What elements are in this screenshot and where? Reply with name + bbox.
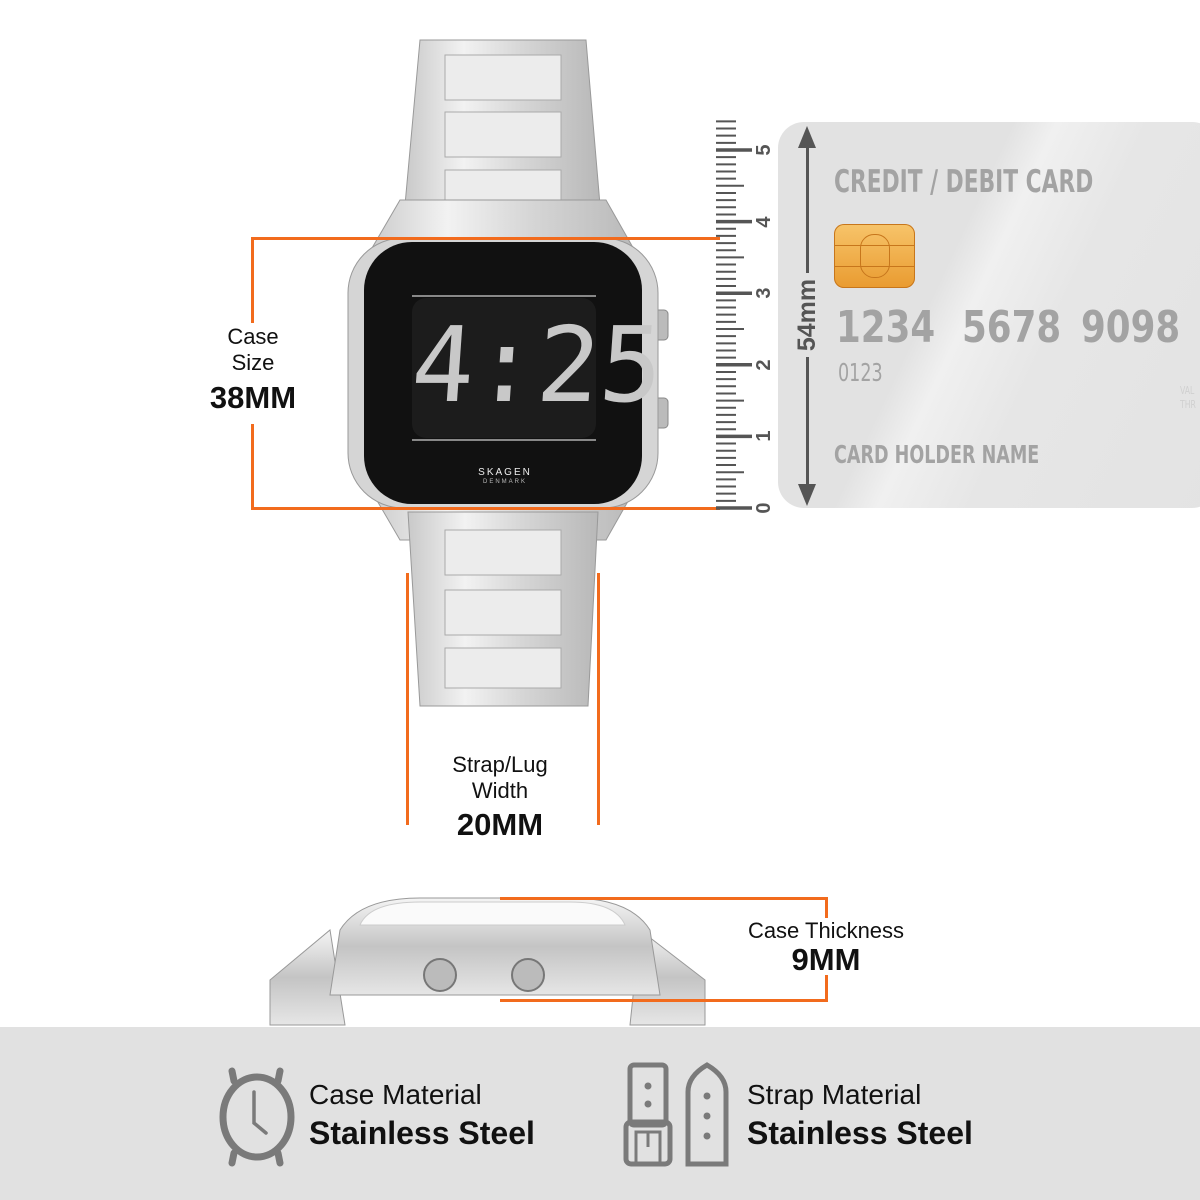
thickness-line-top xyxy=(500,897,828,900)
watch-brand-sub: DENMARK xyxy=(482,479,527,485)
ruler-label: 1 xyxy=(753,430,775,442)
case-size-line-left-bottom xyxy=(251,424,254,510)
materials-band: Case Material Stainless Steel Strap Mate… xyxy=(0,1027,1200,1200)
thickness-value: 9MM xyxy=(791,942,861,977)
card-dimension-label: 54mm xyxy=(793,273,823,357)
card-number-3: 9098 xyxy=(1081,302,1181,353)
case-size-value: 38MM xyxy=(209,380,297,415)
watch-front-image xyxy=(347,39,669,707)
card-faint-1: VAL xyxy=(1180,384,1195,397)
card-faint-2: THR xyxy=(1180,398,1196,411)
watch-side-image xyxy=(269,897,706,1026)
card-chip-icon xyxy=(834,224,915,288)
card-title: CREDIT / DEBIT CARD xyxy=(834,164,1094,200)
credit-card-reference: CREDIT / DEBIT CARD 1234 5678 9098 0123 … xyxy=(778,122,1200,508)
case-material-label: Case Material xyxy=(309,1079,482,1110)
strap-width-label-1: Strap/Lug xyxy=(452,752,548,777)
strap-width-label-2: Width xyxy=(471,778,529,803)
strap-icon xyxy=(623,1062,729,1167)
strap-width-value: 20MM xyxy=(456,807,544,842)
case-material-value: Stainless Steel xyxy=(309,1115,535,1151)
ruler-label: 4 xyxy=(753,216,775,228)
thickness-line-right-bottom xyxy=(825,975,828,1002)
ruler-label: 5 xyxy=(753,144,775,156)
ruler xyxy=(716,120,752,510)
card-sub-number: 0123 xyxy=(838,358,883,387)
strap-material-label: Strap Material xyxy=(747,1079,922,1110)
thickness-line-right-top xyxy=(825,897,828,918)
ruler-label: 3 xyxy=(753,287,775,299)
strap-width-line-left xyxy=(406,573,409,825)
thickness-line-bottom xyxy=(500,999,828,1002)
ruler-label: 0 xyxy=(753,502,775,514)
case-size-line-bottom xyxy=(252,507,720,510)
ruler-label: 2 xyxy=(753,359,775,371)
watch-brand: SKAGEN xyxy=(478,467,532,478)
case-size-line-top xyxy=(252,237,720,240)
thickness-label: Case Thickness xyxy=(747,918,905,943)
watch-icon xyxy=(219,1067,295,1167)
watch-display-time: 4:25 xyxy=(407,304,667,426)
card-holder-name: CARD HOLDER NAME xyxy=(834,440,1040,469)
strap-material-value: Stainless Steel xyxy=(747,1115,973,1151)
case-size-label-2: Size xyxy=(231,350,275,375)
case-size-line-left-top xyxy=(251,237,254,323)
card-number-1: 1234 xyxy=(836,302,936,353)
strap-width-line-right xyxy=(597,573,600,825)
case-size-label-1: Case xyxy=(227,324,279,349)
card-number-2: 5678 xyxy=(962,302,1062,353)
